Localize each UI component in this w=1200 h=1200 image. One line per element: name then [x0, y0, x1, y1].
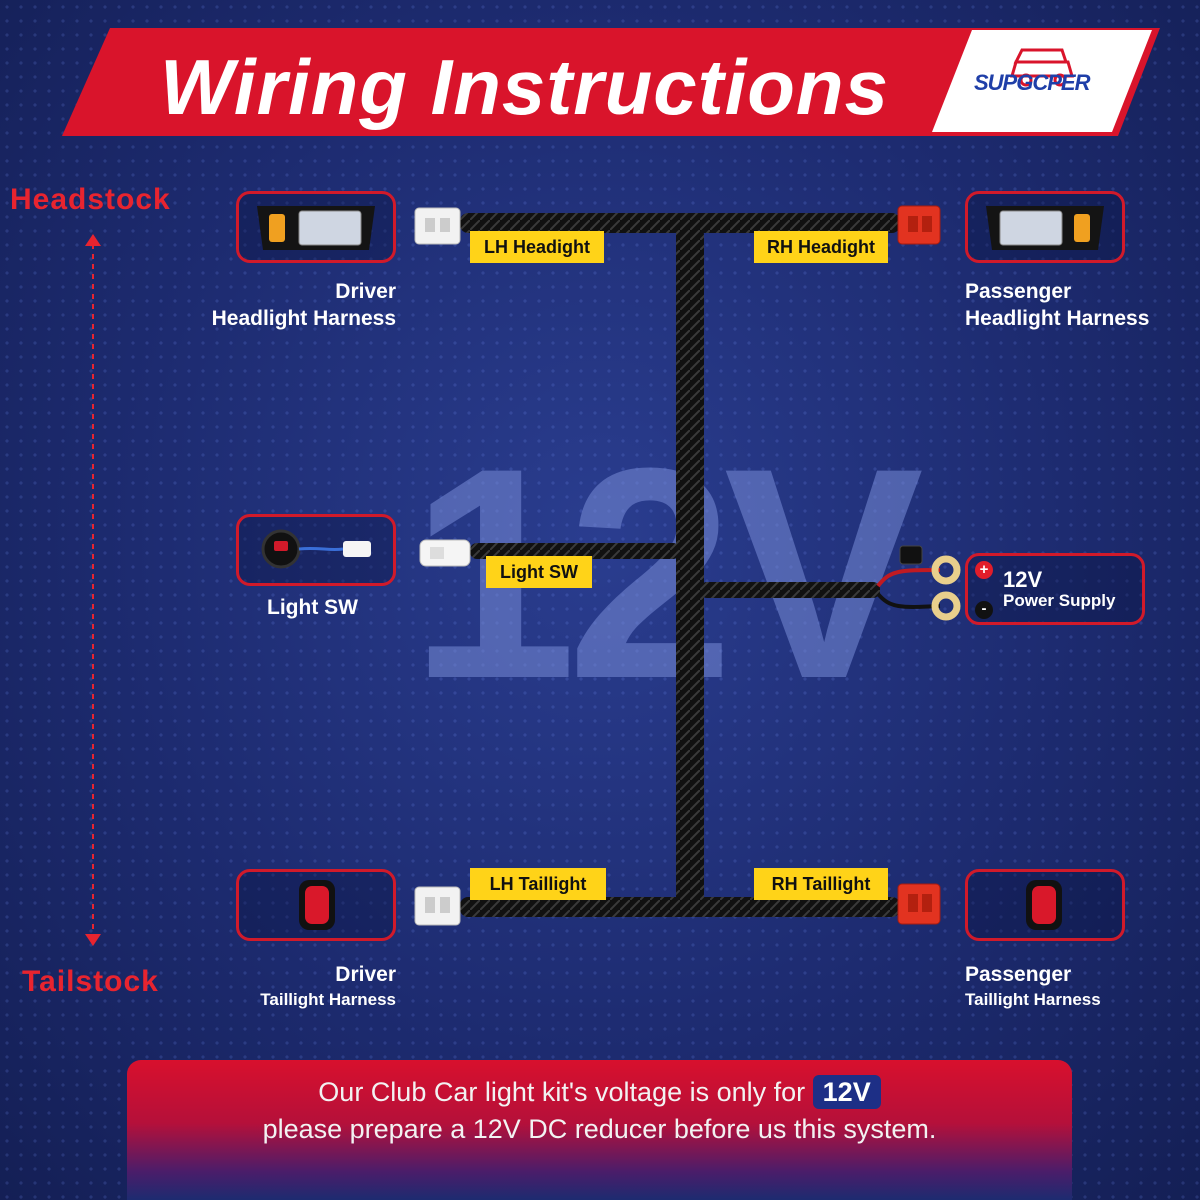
page-title: Wiring Instructions [160, 43, 889, 131]
label-rh-headlight: RH Headight [754, 231, 888, 263]
voltage-highlight: 12V [812, 1075, 881, 1109]
wire-top [460, 213, 900, 233]
note-line-2: please prepare a 12V DC reducer before u… [262, 1114, 937, 1144]
label-rh-taillight: RH Taillight [754, 868, 888, 900]
driver-tail-title: Driver [335, 963, 396, 986]
fuse-holder-icon [899, 545, 923, 565]
toggle-switch-icon [261, 529, 371, 569]
connector-lh-tail-icon [414, 886, 461, 926]
label-lh-taillight: LH Taillight [470, 868, 606, 900]
headlight-icon [257, 206, 375, 250]
connector-rh-tail-icon [897, 883, 941, 925]
plus-icon: + [975, 561, 993, 579]
wire-switch [470, 543, 680, 559]
passenger-taillight-box [965, 869, 1125, 941]
driver-headlight-box [236, 191, 396, 263]
arrow-down-icon [85, 934, 101, 946]
passenger-head-title: Passenger [965, 280, 1072, 303]
taillight-icon [1026, 880, 1062, 930]
headstock-label: Headstock [10, 183, 171, 216]
driver-tail-subtitle: Taillight Harness [260, 990, 396, 1009]
power-supply-label: Power Supply [1003, 591, 1116, 610]
passenger-tail-subtitle: Taillight Harness [965, 990, 1101, 1009]
wire-power [700, 582, 880, 598]
note-line-1-text: Our Club Car light kit's voltage is only… [318, 1077, 806, 1107]
power-voltage: 12V [1003, 567, 1043, 592]
connector-light-sw-icon [419, 539, 471, 567]
connector-rh-head-icon [897, 205, 941, 245]
golf-cart-icon [1010, 48, 1074, 87]
taillight-icon [299, 880, 335, 930]
light-switch-box [236, 514, 396, 586]
ring-terminal-negative-icon [931, 591, 961, 621]
driver-head-subtitle: Headlight Harness [211, 307, 396, 330]
ring-terminal-positive-icon [931, 555, 961, 585]
power-supply-box [965, 553, 1145, 625]
driver-taillight-box [236, 869, 396, 941]
wire-positive [876, 568, 941, 588]
label-lh-headlight: LH Headight [470, 231, 604, 263]
logo-panel [932, 30, 1152, 132]
passenger-tail-title: Passenger [965, 963, 1072, 986]
tailstock-label: Tailstock [22, 965, 159, 998]
wire-negative [876, 592, 941, 609]
driver-head-title: Driver [335, 280, 396, 303]
wire-trunk [676, 225, 704, 910]
light-sw-title: Light SW [267, 596, 358, 619]
voltage-note: Our Club Car light kit's voltage is only… [127, 1060, 1072, 1200]
note-line-1: Our Club Car light kit's voltage is only… [127, 1075, 1072, 1109]
arrow-up-icon [85, 234, 101, 246]
passenger-head-subtitle: Headlight Harness [965, 307, 1150, 330]
header-banner [62, 28, 1160, 136]
minus-icon: - [975, 601, 993, 619]
connector-lh-head-icon [414, 207, 461, 245]
brand-logo: SUPGCPER [974, 70, 1090, 95]
header-red-band [62, 28, 1160, 136]
axis-arrow [85, 234, 101, 946]
passenger-headlight-box [965, 191, 1125, 263]
headlight-icon [986, 206, 1104, 250]
wire-bottom [460, 897, 900, 917]
label-light-sw: Light SW [486, 556, 592, 588]
